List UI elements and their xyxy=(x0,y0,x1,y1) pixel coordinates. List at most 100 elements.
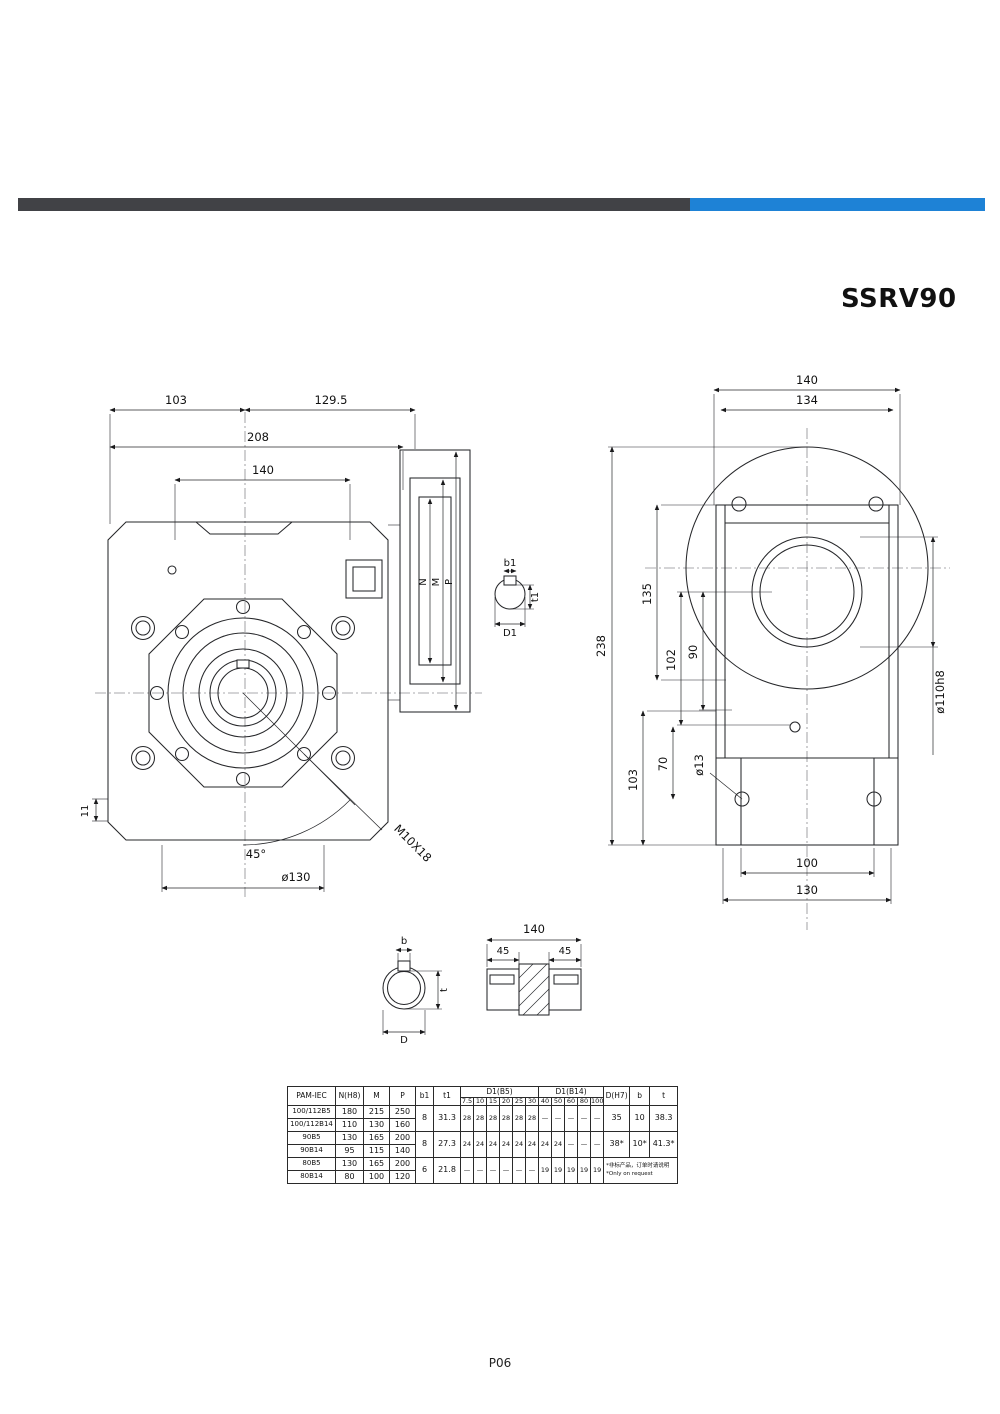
ratio-header: 25 xyxy=(512,1097,526,1106)
shaft-section-circle: b t D xyxy=(382,936,450,1046)
spec-cell: 41.3* xyxy=(649,1131,679,1158)
spec-cell: 35 xyxy=(603,1105,631,1132)
spec-cell: 24 xyxy=(460,1131,474,1158)
side-view-drawing: 140 134 238 135 102 90 xyxy=(594,373,950,930)
dim-label: 129.5 xyxy=(315,393,348,407)
spec-cell: — xyxy=(564,1105,579,1132)
dim-label: 70 xyxy=(656,757,670,772)
dim-label: 11 xyxy=(80,805,91,818)
spec-cell: 19 xyxy=(538,1157,553,1184)
dim-label: N xyxy=(418,578,429,585)
spec-cell: 21.8 xyxy=(433,1157,461,1184)
ratio-header: 7.5 xyxy=(460,1097,474,1106)
col-group-header: D1(B14) xyxy=(538,1086,605,1098)
col-header: t xyxy=(649,1086,679,1106)
spec-cell: 28 xyxy=(512,1105,526,1132)
dim-label: 135 xyxy=(640,583,654,605)
spec-cell: 160 xyxy=(389,1118,416,1132)
front-output-flange-side: N M P xyxy=(388,449,471,713)
side-right-dimension: ø110h8 xyxy=(860,536,947,755)
ratio-header: 10 xyxy=(473,1097,487,1106)
row-header: 90B5 xyxy=(287,1131,336,1145)
spec-cell: 24 xyxy=(551,1131,566,1158)
spec-cell: 6 xyxy=(415,1157,434,1184)
page-title: SSRV90 xyxy=(841,284,957,314)
spec-cell: 215 xyxy=(363,1105,390,1119)
front-gearbox-body xyxy=(107,521,389,841)
dim-label: ø130 xyxy=(282,870,311,884)
dim-label: 103 xyxy=(165,393,187,407)
row-header: 100/112B5 xyxy=(287,1105,336,1119)
front-top-dimensions: 103 129.5 208 140 xyxy=(109,393,416,540)
dim-label: P xyxy=(444,579,455,585)
spec-cell: 110 xyxy=(335,1118,364,1132)
col-header: M xyxy=(363,1086,390,1106)
dim-label: 90 xyxy=(686,645,700,660)
header-bar-dark xyxy=(18,198,690,211)
output-keyway xyxy=(236,659,250,669)
input-keyway xyxy=(503,575,517,586)
spec-cell: — xyxy=(486,1157,500,1184)
spec-cell: 19 xyxy=(551,1157,566,1184)
ratio-header: 15 xyxy=(486,1097,500,1106)
table-row: 90B5 130 165 200 8 27.3 24 24 24 24 24 2… xyxy=(287,1131,679,1158)
spec-cell: 38.3 xyxy=(649,1105,679,1132)
spec-cell: 24 xyxy=(473,1131,487,1158)
ratio-header: 20 xyxy=(499,1097,513,1106)
side-left-dimensions: 238 135 102 90 103 70 ø13 xyxy=(594,446,807,846)
spec-cell: — xyxy=(512,1157,526,1184)
spec-cell: 95 xyxy=(335,1144,364,1158)
front-view-drawing: 103 129.5 208 140 xyxy=(80,393,541,897)
dim-label: b1 xyxy=(504,558,517,569)
spec-cell: 24 xyxy=(499,1131,513,1158)
spec-cell: 180 xyxy=(335,1105,364,1119)
page-number: P06 xyxy=(488,1356,512,1370)
dim-label: t xyxy=(439,988,450,992)
dim-label: b xyxy=(401,936,407,947)
spec-cell: 28 xyxy=(473,1105,487,1132)
dim-label: M xyxy=(431,578,442,587)
col-header: b1 xyxy=(415,1086,434,1106)
spec-cell: 19 xyxy=(564,1157,579,1184)
note-line-en: *Only on request xyxy=(606,1170,653,1177)
col-header: D(H7) xyxy=(603,1086,631,1106)
spec-cell: 130 xyxy=(335,1157,364,1171)
dim-label: 130 xyxy=(796,883,818,897)
spec-cell: 28 xyxy=(460,1105,474,1132)
ratio-header: 40 xyxy=(538,1097,553,1106)
dim-label: 140 xyxy=(796,373,818,387)
spec-cell: — xyxy=(538,1105,553,1132)
table-row: 100/112B5 180 215 250 8 31.3 28 28 28 28… xyxy=(287,1105,679,1132)
table-row: 80B14 80 100 120 xyxy=(287,1170,678,1184)
spec-cell: — xyxy=(590,1105,605,1132)
spec-cell: 130 xyxy=(363,1118,390,1132)
dim-label: 140 xyxy=(252,463,274,477)
spec-cell: 8 xyxy=(415,1105,434,1132)
col-header: PAM-IEC xyxy=(287,1086,336,1106)
dim-label: D xyxy=(400,1035,408,1046)
col-header: t1 xyxy=(433,1086,461,1106)
ratio-header: 50 xyxy=(551,1097,566,1106)
shaft-detail-drawing: b t D 140 45 45 xyxy=(382,922,582,1046)
spec-cell: — xyxy=(499,1157,513,1184)
dim-label: ø110h8 xyxy=(933,670,947,714)
spec-cell: — xyxy=(460,1157,474,1184)
col-header: b xyxy=(629,1086,651,1106)
col-header: N(H8) xyxy=(335,1086,364,1106)
dim-label: 45 xyxy=(559,946,572,957)
front-flange-and-bore xyxy=(130,598,356,788)
side-top-dimensions: 140 134 xyxy=(713,373,901,505)
spec-cell: 130 xyxy=(335,1131,364,1145)
spec-cell: 8 xyxy=(415,1131,434,1158)
spec-cell: 200 xyxy=(389,1131,416,1145)
dim-label: 103 xyxy=(626,769,640,791)
spec-cell: 28 xyxy=(486,1105,500,1132)
table-row: 80B5 130 165 200 6 21.8 — — — — — — 19 1… xyxy=(287,1157,679,1184)
spec-cell: — xyxy=(564,1131,579,1158)
spec-cell: 27.3 xyxy=(433,1131,461,1158)
ratio-header: 60 xyxy=(564,1097,579,1106)
spec-cell: 31.3 xyxy=(433,1105,461,1132)
spec-cell: 165 xyxy=(363,1131,390,1145)
spec-cell: 24 xyxy=(512,1131,526,1158)
spec-cell: 10 xyxy=(629,1105,651,1132)
